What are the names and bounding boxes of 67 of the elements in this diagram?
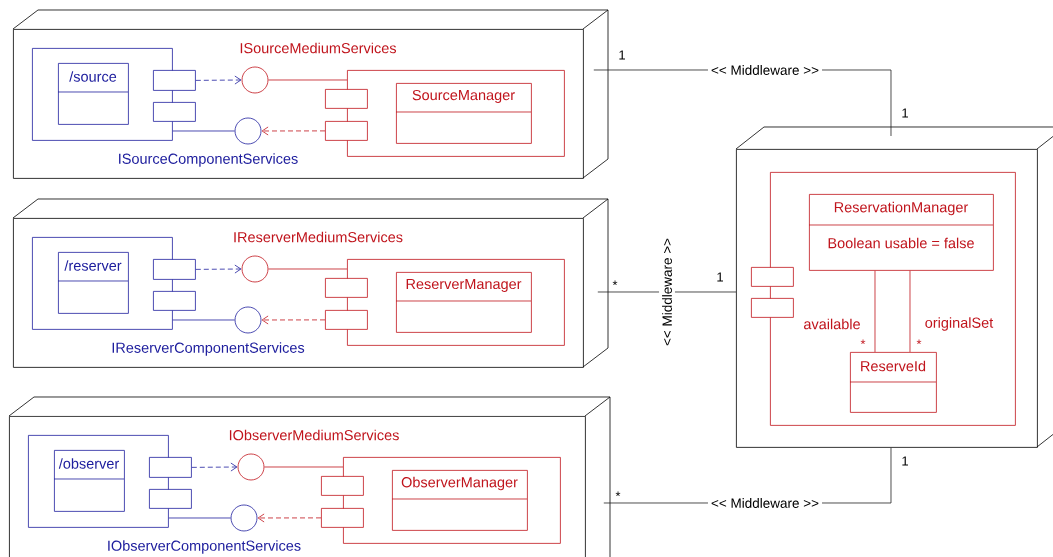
multiplicity-label: *	[615, 491, 621, 497]
node-cube	[12, 9, 609, 179]
multiplicity-label: 1	[902, 456, 908, 466]
class-box: ReserveId	[849, 352, 937, 413]
edge-label: << Middleware >>	[707, 62, 823, 78]
edge-label: available	[804, 318, 860, 330]
connector-line	[268, 79, 348, 81]
class-box: /reserver	[57, 252, 129, 314]
class-box: ReservationManager Boolean usable = false	[808, 194, 994, 271]
connector-line	[268, 268, 348, 270]
interface-label: IObserverComponentServices	[108, 540, 301, 554]
port-box	[321, 508, 364, 528]
connector-line	[172, 130, 235, 132]
multiplicity-label: *	[916, 339, 922, 345]
port-box	[149, 489, 192, 509]
component-box	[770, 172, 1016, 426]
edge-label: << Middleware >>	[707, 495, 823, 511]
node-cube	[735, 126, 1053, 448]
component-box	[347, 259, 565, 346]
class-box: /observer	[53, 450, 125, 512]
connector-line	[264, 466, 344, 468]
interface-label: ISourceMediumServices	[240, 42, 397, 54]
connector-line	[909, 270, 911, 353]
port-box	[149, 457, 192, 478]
class-box: ReserverManager	[395, 272, 532, 333]
connector-line	[168, 517, 231, 519]
interface-label: IReserverComponentServices	[112, 342, 305, 356]
arrow	[195, 264, 242, 274]
connector-line	[172, 319, 235, 321]
port-box	[153, 102, 196, 122]
class-box: /source	[57, 63, 129, 125]
interface-label: IObserverMediumServices	[229, 429, 399, 441]
arrow	[191, 462, 238, 472]
multiplicity-label: 1	[902, 108, 908, 118]
multiplicity-label: *	[860, 339, 866, 345]
class-box: SourceManager	[395, 83, 532, 144]
connector-line	[597, 291, 737, 293]
multiplicity-label: *	[612, 280, 618, 286]
multiplicity-label: 1	[619, 50, 625, 60]
port-box	[321, 476, 364, 496]
node-cube	[8, 396, 611, 557]
port-box	[325, 278, 368, 298]
arrow	[261, 315, 326, 325]
arrow	[195, 75, 242, 85]
multiplicity-label: 1	[717, 272, 723, 282]
interface-label: IReserverMediumServices	[234, 231, 403, 243]
port-box	[153, 70, 196, 91]
component-box	[343, 457, 561, 544]
edge-label: << Middleware >>	[659, 234, 675, 349]
arrow	[257, 513, 322, 523]
interface-label: ISourceComponentServices	[119, 153, 298, 167]
port-box	[325, 89, 368, 109]
port-box	[325, 121, 368, 141]
component-box	[32, 237, 173, 330]
node-cube	[12, 198, 609, 368]
port-box	[153, 259, 196, 280]
port-box	[751, 298, 794, 318]
component-box	[347, 70, 565, 157]
port-box	[153, 291, 196, 311]
component-box	[28, 435, 169, 528]
class-box: ObserverManager	[391, 470, 528, 531]
port-box	[325, 310, 368, 330]
connector-line	[874, 270, 876, 353]
port-box	[751, 267, 794, 287]
arrow	[261, 126, 326, 136]
edge-label: originalSet	[925, 317, 994, 331]
component-box	[32, 48, 173, 141]
